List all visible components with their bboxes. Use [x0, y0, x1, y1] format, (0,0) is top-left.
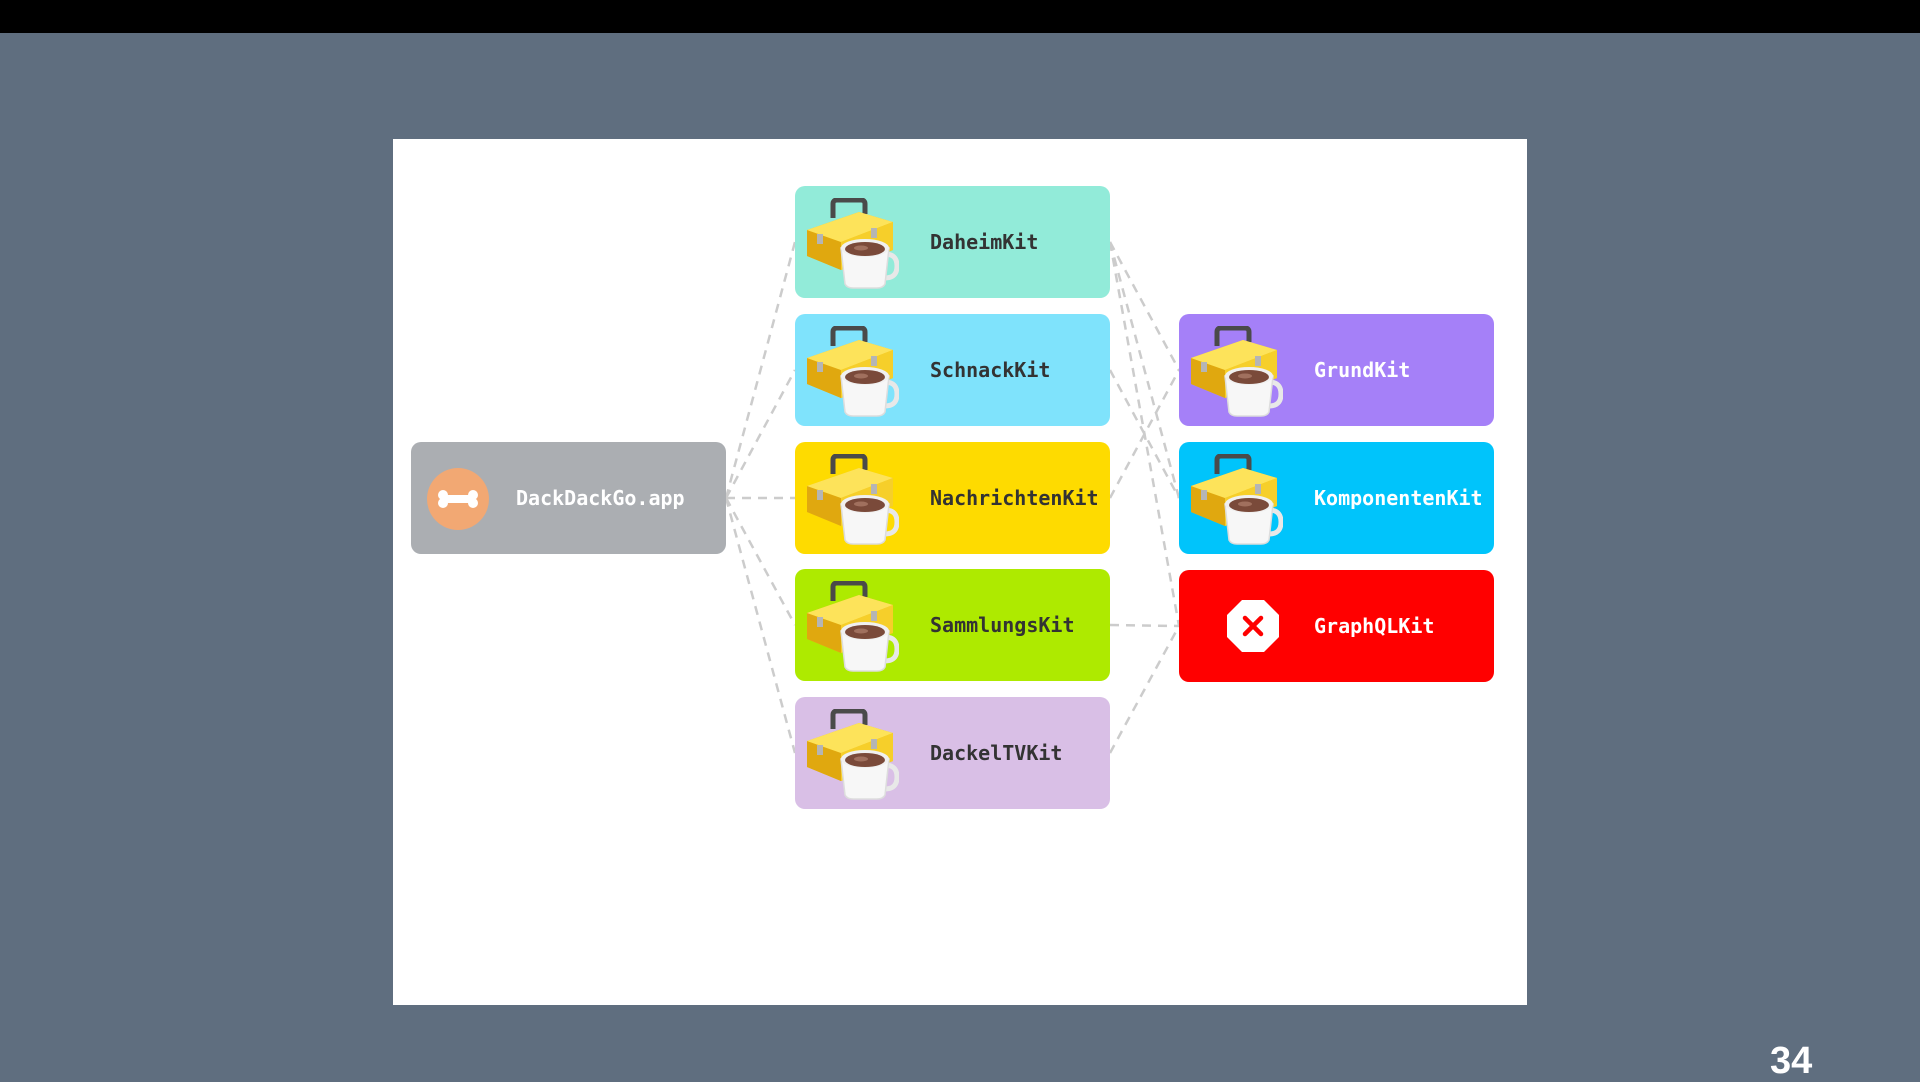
- kit-label: SchnackKit: [930, 358, 1051, 382]
- error-x-icon: [1227, 600, 1279, 652]
- toolbox-coffee-icon: [1187, 325, 1284, 418]
- kit-label: KomponentenKit: [1314, 486, 1483, 510]
- slide: DackDackGo.app DaheimKit SchnackKit N: [393, 139, 1527, 1005]
- kit-node-nachrichtenkit[interactable]: NachrichtenKit: [795, 442, 1110, 554]
- kit-label: DaheimKit: [930, 230, 1039, 254]
- kit-label: SammlungsKit: [930, 613, 1075, 637]
- kit-node-schnackkit[interactable]: SchnackKit: [795, 314, 1110, 426]
- edge-nachrichtenkit-to-grundkit: [1108, 369, 1181, 499]
- kit-label: GrundKit: [1314, 358, 1411, 382]
- kit-node-dackeltvkit[interactable]: DackelTVKit: [795, 697, 1110, 809]
- kit-label: GraphQLKit: [1314, 614, 1435, 638]
- kit-node-grundkit[interactable]: GrundKit: [1179, 314, 1494, 426]
- edge-app-to-daheimkit: [724, 241, 797, 499]
- app-node[interactable]: DackDackGo.app: [411, 442, 726, 554]
- bone-icon: [427, 468, 489, 530]
- toolbox-coffee-icon: [803, 580, 900, 673]
- dependency-edges: [724, 241, 1181, 754]
- kit-node-daheimkit[interactable]: DaheimKit: [795, 186, 1110, 298]
- edge-daheimkit-to-grundkit: [1108, 241, 1181, 371]
- top-bar: [0, 0, 1920, 33]
- toolbox-coffee-icon: [803, 197, 900, 290]
- toolbox-coffee-icon: [1187, 453, 1284, 546]
- edge-daheimkit-to-komponentenkit: [1108, 241, 1181, 499]
- kit-node-graphqlkit[interactable]: GraphQLKit: [1179, 570, 1494, 682]
- page-number: 34: [1770, 1040, 1813, 1082]
- edge-sammlungskit-to-graphqlkit: [1109, 623, 1180, 628]
- edge-dackeltvkit-to-graphqlkit: [1108, 625, 1181, 754]
- kit-label: DackelTVKit: [930, 741, 1063, 765]
- toolbox-coffee-icon: [803, 453, 900, 546]
- edge-app-to-dackeltvkit: [724, 497, 797, 754]
- kit-label: NachrichtenKit: [930, 486, 1099, 510]
- edge-app-to-schnackkit: [724, 369, 797, 499]
- toolbox-coffee-icon: [803, 325, 900, 418]
- toolbox-coffee-icon: [803, 708, 900, 801]
- kit-node-sammlungskit[interactable]: SammlungsKit: [795, 569, 1110, 681]
- edge-app-to-sammlungskit: [724, 497, 797, 626]
- kit-node-komponentenkit[interactable]: KomponentenKit: [1179, 442, 1494, 554]
- app-label: DackDackGo.app: [516, 486, 685, 510]
